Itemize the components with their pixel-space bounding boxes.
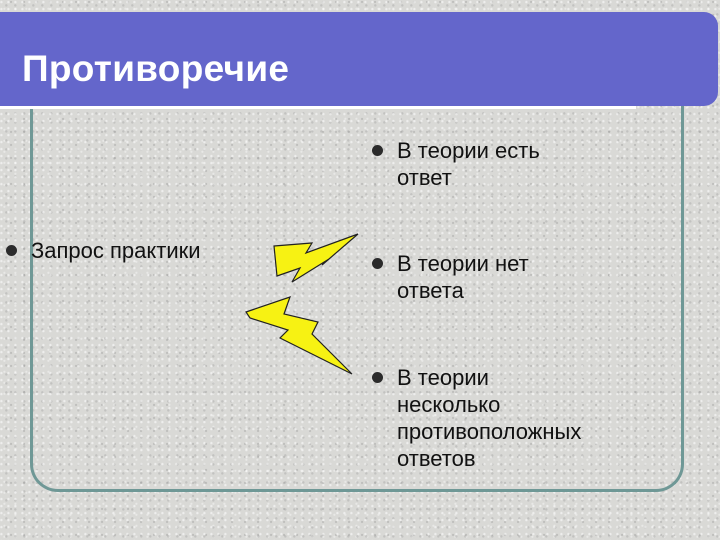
bullet-several-answers: В теории несколько противоположных ответ… — [372, 364, 581, 472]
bullet-text: В теории несколько противоположных ответ… — [397, 365, 582, 471]
title-bar: Противоречие — [0, 12, 718, 109]
bullet-text: Запрос практики — [31, 238, 201, 263]
bullet-practice-request: Запрос практики — [6, 237, 201, 264]
bullet-dot-icon — [372, 372, 383, 383]
bullet-text: В теории нет ответа — [397, 251, 529, 303]
title-underline — [0, 106, 636, 109]
slide-title: Противоречие — [22, 48, 290, 89]
bullet-dot-icon — [372, 145, 383, 156]
bullet-dot-icon — [372, 258, 383, 269]
content-frame — [30, 78, 684, 492]
lightning-icon — [245, 296, 353, 375]
bullet-has-answer: В теории есть ответ — [372, 137, 540, 191]
bullet-dot-icon — [6, 245, 17, 256]
bullet-no-answer: В теории нет ответа — [372, 250, 529, 304]
bullet-text: В теории есть ответ — [397, 138, 540, 190]
lightning-icon — [273, 233, 359, 283]
